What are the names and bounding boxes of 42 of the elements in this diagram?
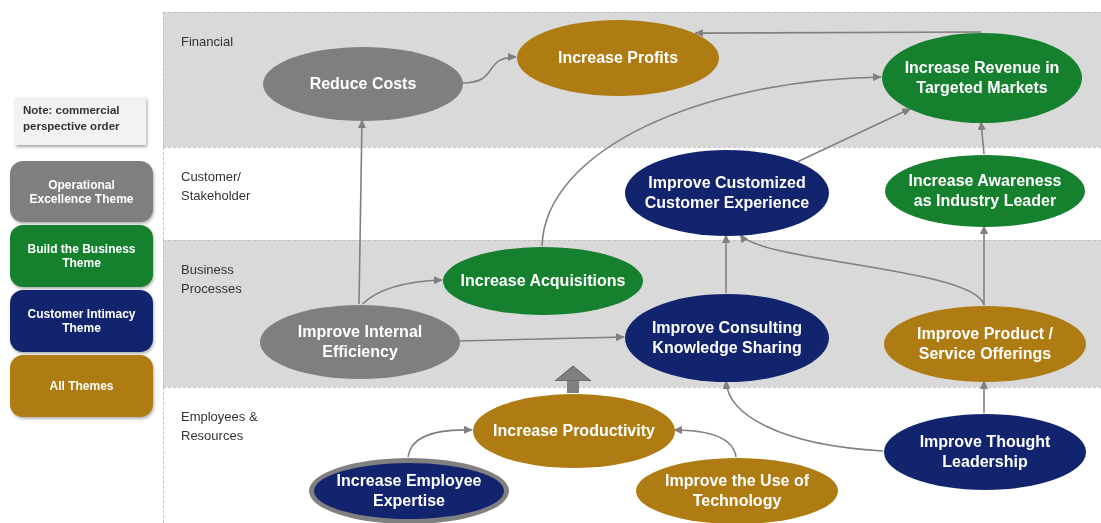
- arrow: [461, 53, 517, 84]
- objective-label: Improve Internal Efficiency: [296, 322, 424, 362]
- arrow: [673, 426, 737, 458]
- arrow: [361, 276, 443, 305]
- objective-label: Reduce Costs: [309, 74, 417, 94]
- legend-key: All Themes: [10, 355, 153, 417]
- arrow: [797, 108, 912, 163]
- arrow: [739, 233, 985, 306]
- block-arrow: [554, 365, 592, 393]
- objective-label: Increase Profits: [557, 48, 679, 68]
- objective-label: Improve Product / Service Offerings: [916, 324, 1054, 364]
- objective-label: Increase Awareness as Industry Leader: [907, 171, 1063, 211]
- band-label: Financial: [181, 33, 235, 51]
- perspective-band: [163, 240, 1101, 387]
- band-label: Business Processes: [181, 261, 243, 298]
- band-label: Customer/ Stakeholder: [181, 168, 252, 205]
- arrow: [980, 380, 988, 414]
- objective-label: Increase Acquisitions: [460, 271, 626, 291]
- perspective-band: [163, 147, 1101, 240]
- arrow: [357, 119, 366, 305]
- arrow: [541, 73, 882, 247]
- legend-key: Operational Excellence Theme: [10, 161, 153, 222]
- legend-key: Build the Business Theme: [10, 225, 153, 287]
- objective-label: Increase Productivity: [493, 421, 655, 441]
- note-box: Note: commercial perspective order: [15, 97, 146, 145]
- perspective-band: [163, 12, 1101, 147]
- arrow: [407, 425, 473, 458]
- arrow: [977, 121, 986, 155]
- band-label: Employees & Resources: [181, 408, 259, 445]
- objective-label: Improve Consulting Knowledge Sharing: [650, 318, 804, 358]
- objective-label: Improve the Use of Technology: [664, 471, 810, 511]
- objective-label: Improve Customized Customer Experience: [643, 173, 811, 213]
- objective-label: Increase Revenue in Targeted Markets: [903, 58, 1061, 98]
- objective-label: Improve Thought Leadership: [918, 432, 1052, 472]
- legend-key: Customer Intimacy Theme: [10, 290, 153, 352]
- arrow: [694, 29, 982, 38]
- objective-label: Increase Employee Expertise: [335, 471, 483, 511]
- arrow: [980, 225, 988, 306]
- arrow: [723, 380, 884, 452]
- arrow: [458, 333, 625, 342]
- arrow: [722, 234, 730, 294]
- perspective-band: [163, 387, 1101, 523]
